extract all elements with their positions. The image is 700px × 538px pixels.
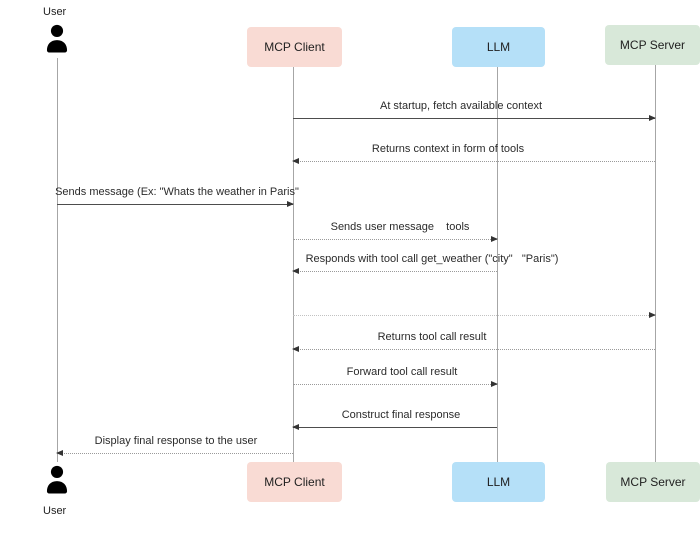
actor-label: LLM [486,475,511,489]
message-startup-fetch-context: At startup, fetch available context [293,99,656,121]
arrowhead-left-icon [292,424,299,430]
user-icon [40,20,74,63]
lifeline-llm [497,67,498,462]
lifeline-mcp-server [655,65,656,462]
message-line [292,424,497,430]
message-user-sends-message: Sends message (Ex: "Whats the weather in… [55,185,299,207]
arrowhead-right-icon [649,115,656,121]
actor-box-mcp-client-top: MCP Client [247,27,342,67]
actor-label: LLM [486,40,511,54]
message-label: Sends message (Ex: "Whats the weather in… [55,186,299,198]
message-responds-tool-call: Responds with tool call get_weather ("ci… [292,252,558,274]
message-label: Returns context in form of tools [371,143,525,155]
actor-box-mcp-server-bottom: MCP Server [606,462,700,502]
message-line [56,450,293,456]
message-line [293,312,656,318]
message-line [293,115,656,121]
message-label: Sends user message tools [330,221,470,233]
message-line [292,268,497,274]
message-forward-tool-result: Forward tool call result [293,365,498,387]
message-display-final-response: Display final response to the user [56,434,293,456]
actor-label: MCP Client [264,40,325,54]
message-returns-context-tools: Returns context in form of tools [292,142,655,164]
actor-box-llm-top: LLM [452,27,545,67]
arrowhead-left-icon [292,268,299,274]
actor-label: MCP Server [620,475,686,489]
lifeline-user [57,58,58,462]
message-construct-final-response: Construct final response [292,408,497,430]
message-line [293,381,498,387]
message-label: Returns tool call result [377,331,487,343]
message-line [292,158,655,164]
message-label: At startup, fetch available context [379,100,543,112]
message-line [292,346,655,352]
actor-label: MCP Client [264,475,325,489]
arrowhead-left-icon [56,450,63,456]
arrowhead-right-icon [287,201,294,207]
arrowhead-right-icon [491,236,498,242]
arrowhead-left-icon [292,346,299,352]
actor-label: MCP Server [619,38,686,52]
message-sends-user-message-tools: Sends user message tools [293,220,498,242]
actor-box-mcp-server-top: MCP Server [605,25,700,65]
actor-box-mcp-client-bottom: MCP Client [247,462,342,502]
user-label-top: User [43,6,67,18]
message-label: Construct final response [341,409,461,421]
message-label: Forward tool call result [346,366,458,378]
lifeline-mcp-client [293,67,294,462]
arrowhead-right-icon [649,312,656,318]
message-line [57,201,294,207]
arrowhead-left-icon [292,158,299,164]
user-label-bottom: User [43,505,67,517]
message-label: Responds with tool call get_weather ("ci… [305,253,559,265]
arrowhead-right-icon [491,381,498,387]
message-unlabeled-execute-tool [293,296,656,318]
actor-box-llm-bottom: LLM [452,462,545,502]
message-line [293,236,498,242]
message-returns-tool-result: Returns tool call result [292,330,655,352]
message-label: Display final response to the user [94,435,258,447]
user-icon [40,461,74,504]
